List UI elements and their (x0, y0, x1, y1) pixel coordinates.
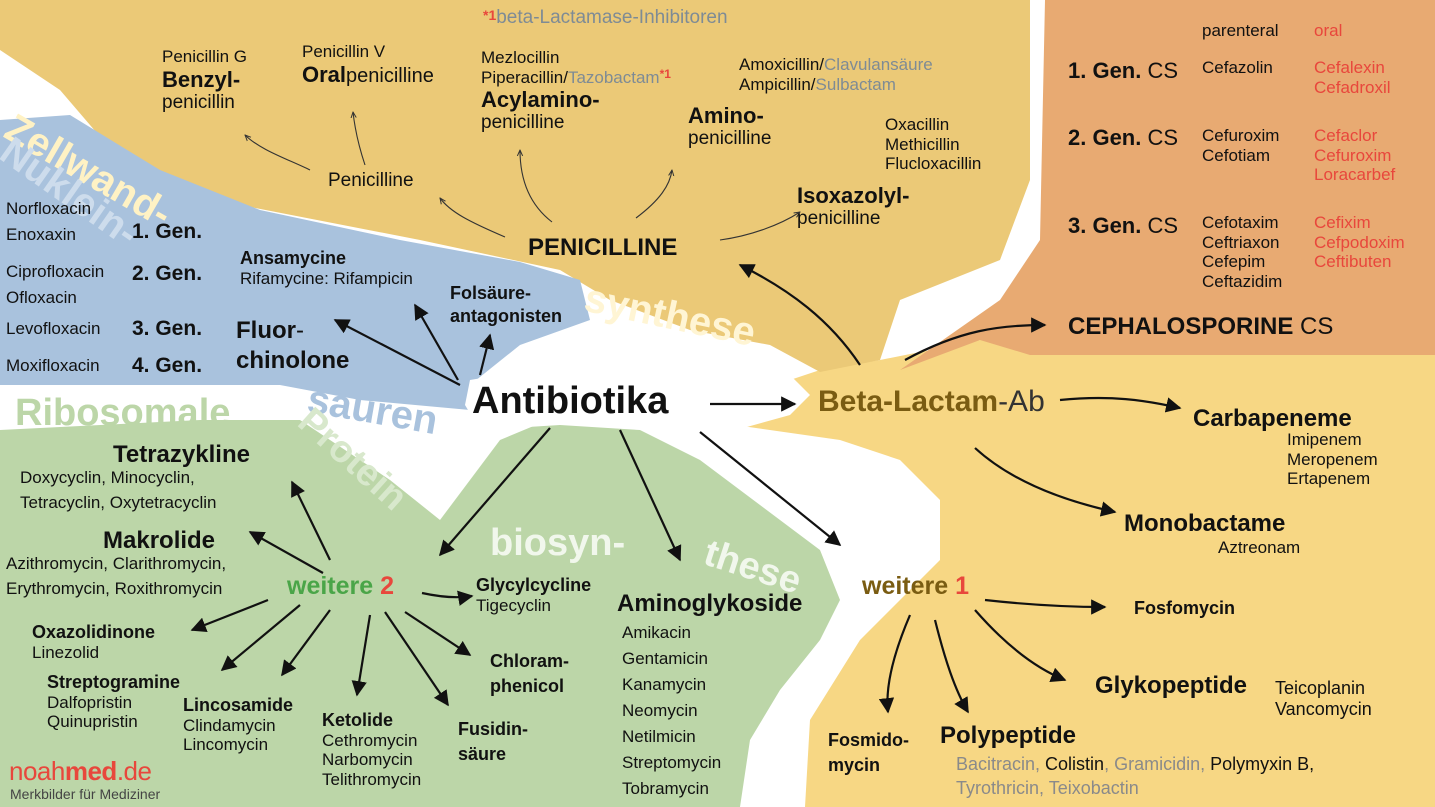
fluoro-gen2: 2. Gen. (132, 262, 203, 285)
makrolide-list: Azithromycin, Clarithromycin,Erythromyci… (6, 554, 227, 598)
monobactame-item: Aztreonam (1218, 538, 1301, 557)
ceph-header-oral: oral (1314, 21, 1343, 40)
cephalosporine-node: CEPHALOSPORINE CS (1068, 313, 1334, 340)
nuclein-region (0, 115, 590, 410)
fosfomycin-node: Fosfomycin (1134, 598, 1236, 618)
carbapeneme-title: Carbapeneme (1193, 405, 1352, 432)
bg-word-biosyn: biosyn- (490, 522, 626, 564)
main-arrows (190, 264, 1182, 714)
inhibitor-title: *1beta-Lactamase-Inhibitoren (483, 7, 728, 28)
bg-word-ribosomale: Ribosomale (15, 392, 231, 434)
polypeptide-list: Bacitracin, Colistin, Gramicidin, Polymy… (956, 754, 1315, 799)
penicilline-main-node: PENICILLINE (528, 234, 678, 261)
fluoro-gen4-item: Moxifloxacin (6, 356, 100, 375)
isoxazolylpenicilline-title: Isoxazolyl- penicilline (797, 183, 910, 230)
thin-arrows (245, 112, 800, 241)
polypeptide-title: Polypeptide (940, 722, 1077, 749)
logo-subtitle: Merkbilder für Mediziner (10, 786, 161, 802)
penicillin-region (0, 0, 1030, 372)
ceph-gen3: 3. Gen. CS (1068, 213, 1179, 238)
fusidinsaeure-node: Fusidin-säure (458, 719, 528, 765)
isoxazolylpenicilline-list: Oxacillin Methicillin Flucloxacillin (885, 115, 982, 174)
fluoro-gen1: 1. Gen. (132, 220, 203, 243)
ceph-gen1: 1. Gen. CS (1068, 58, 1179, 83)
weitere2-node: weitere 2 (287, 572, 395, 600)
oralpenicilline-node: Penicillin V Oralpenicilline (302, 42, 434, 87)
monobactame-title: Monobactame (1124, 510, 1286, 537)
penicilline-sub-node: Penicilline (328, 170, 414, 191)
center-title: Antibiotika (472, 380, 669, 422)
ceph-gen2: 2. Gen. CS (1068, 125, 1179, 150)
noahmed-logo: noahmed.de (9, 756, 152, 786)
fosmidomycin-node: Fosmido-mycin (828, 730, 909, 776)
tetrazykline-title: Tetrazykline (113, 441, 250, 468)
chloramphenicol-node: Chloram-phenicol (490, 651, 570, 697)
benzylpenicillin-node: Penicillin G Benzyl- penicillin (162, 47, 248, 113)
fluoro-gen3-item: Levofloxacin (6, 319, 101, 338)
ceph-gen1-par: Cefazolin (1202, 58, 1273, 77)
aminopenicilline-node: Amoxicillin/Clavulansäure Ampicillin/Sul… (739, 55, 933, 94)
aminoglykoside-title: Aminoglykoside (617, 590, 803, 617)
protein-region (0, 415, 840, 807)
betalactam-region (700, 330, 1435, 807)
folsaeureantagonisten-node: Folsäure-antagonisten (450, 283, 563, 326)
ceph-header-parenteral: parenteral (1202, 21, 1279, 40)
fluoro-gen4: 4. Gen. (132, 354, 203, 377)
tetrazykline-list: Doxycyclin, Minocyclin,Tetracyclin, Oxyt… (20, 468, 217, 512)
center-white-shape (465, 360, 810, 440)
glykopeptide-title: Glykopeptide (1095, 672, 1248, 699)
fluoro-gen3: 3. Gen. (132, 317, 203, 340)
aminopenicilline-title: Amino- penicilline (688, 103, 772, 150)
cephalosporine-region (900, 0, 1435, 370)
beta-lactam-node: Beta-Lactam-Ab (818, 385, 1045, 418)
makrolide-title: Makrolide (103, 527, 216, 554)
fluorchinolone-title: Fluor- chinolone (236, 317, 350, 374)
weitere1-node: weitere 1 (862, 572, 970, 600)
acylaminopenicilline-node: Mezlocillin Piperacillin/Tazobactam*1 Ac… (481, 48, 671, 134)
